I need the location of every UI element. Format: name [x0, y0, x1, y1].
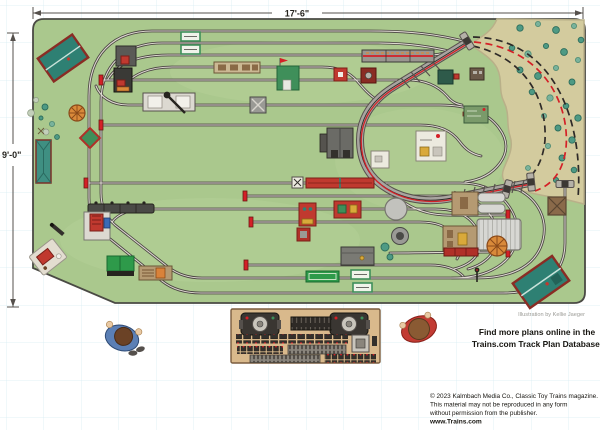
copyright-line-3: without permission from the publisher.	[429, 410, 537, 417]
carousel-wheel-left	[68, 104, 86, 122]
promo-line-2: Trains.com Track Plan Database.	[472, 339, 600, 349]
lever-bank-bottom	[249, 354, 321, 363]
width-dimension: 17'-6"	[32, 7, 584, 19]
shrub-cluster	[27, 97, 60, 140]
copyright-url: www.Trains.com	[429, 419, 482, 426]
power-controller	[351, 334, 370, 353]
control-panel	[230, 308, 381, 364]
crossing-pad	[249, 96, 267, 114]
lever-bank-top	[290, 316, 332, 331]
future-route-black-outer	[472, 36, 580, 199]
gear-signals	[380, 242, 394, 261]
freight-train	[87, 201, 155, 214]
striped-passenger-train	[361, 49, 435, 63]
flatcar-train	[213, 61, 261, 74]
green-panel	[463, 105, 489, 124]
billboard-pair-lower	[350, 269, 373, 293]
transformer-left	[238, 312, 282, 336]
station-platform-with-crane	[142, 91, 196, 114]
red-accessory-1	[298, 202, 317, 227]
switch-row-1	[236, 334, 348, 344]
teal-tower	[35, 139, 52, 184]
crossing-sign	[291, 176, 304, 189]
red-flatcar	[443, 247, 479, 257]
promo-line-1: Find more plans online in the	[479, 327, 596, 337]
barn-northwest	[36, 32, 90, 84]
transformer-right	[327, 312, 371, 336]
green-shed-with-flag	[276, 58, 300, 91]
red-accessory-2	[333, 200, 362, 219]
red-square-accessory-white	[333, 67, 348, 82]
green-warehouse	[106, 255, 135, 276]
billboard-pair-upper	[180, 31, 201, 55]
red-frame-sign	[296, 227, 311, 242]
width-label: 17'-6"	[285, 9, 309, 19]
cottage-southwest	[29, 238, 67, 276]
switch-group-right	[324, 354, 376, 363]
accessory-brown	[469, 67, 485, 81]
operator-blue	[104, 320, 145, 356]
illustration-credit: Illustration by Kellie Jaeger	[518, 312, 585, 318]
carousel-wheel-right	[486, 235, 508, 257]
forest-area	[468, 18, 585, 205]
water-tank-large	[384, 197, 408, 221]
crossing-gate	[49, 222, 65, 237]
coal-loader	[113, 67, 133, 93]
grass-highlight	[60, 198, 360, 282]
water-tank-small	[391, 227, 409, 245]
signal	[474, 267, 480, 282]
tunnel-portal-outer	[555, 180, 575, 188]
white-booth	[415, 130, 447, 162]
green-billboard	[305, 270, 340, 283]
loading-dock-forklift	[442, 225, 478, 252]
copyright-line-1: © 2023 Kalmbach Media Co., Classic Toy T…	[430, 392, 598, 400]
lever-bank-mid	[287, 344, 347, 355]
accessory-dark-green	[437, 69, 460, 85]
side-switch	[372, 336, 377, 346]
grain-shed-with-silos	[451, 191, 506, 216]
engine-house	[319, 127, 354, 159]
tunnel-portal-trestle	[526, 172, 536, 192]
red-square-accessory-dark	[360, 67, 377, 84]
log-loader	[138, 265, 173, 281]
icing-station	[83, 211, 111, 241]
height-dimension: 9'-0"	[2, 32, 21, 308]
height-label: 9'-0"	[2, 150, 21, 160]
copyright-block: © 2023 Kalmbach Media Co., Classic Toy T…	[429, 392, 598, 426]
green-diamond-sign	[78, 126, 102, 150]
sand-tower	[547, 196, 567, 216]
barn-southeast	[511, 254, 571, 310]
switch-group-left	[237, 346, 283, 354]
factory	[340, 246, 375, 266]
coaling-tower	[115, 45, 137, 67]
copyright-line-2: This material may not be reproduced in a…	[430, 402, 567, 409]
red-passenger-cars	[305, 177, 375, 189]
operator-red	[399, 311, 437, 343]
white-shed-mid	[370, 150, 390, 169]
